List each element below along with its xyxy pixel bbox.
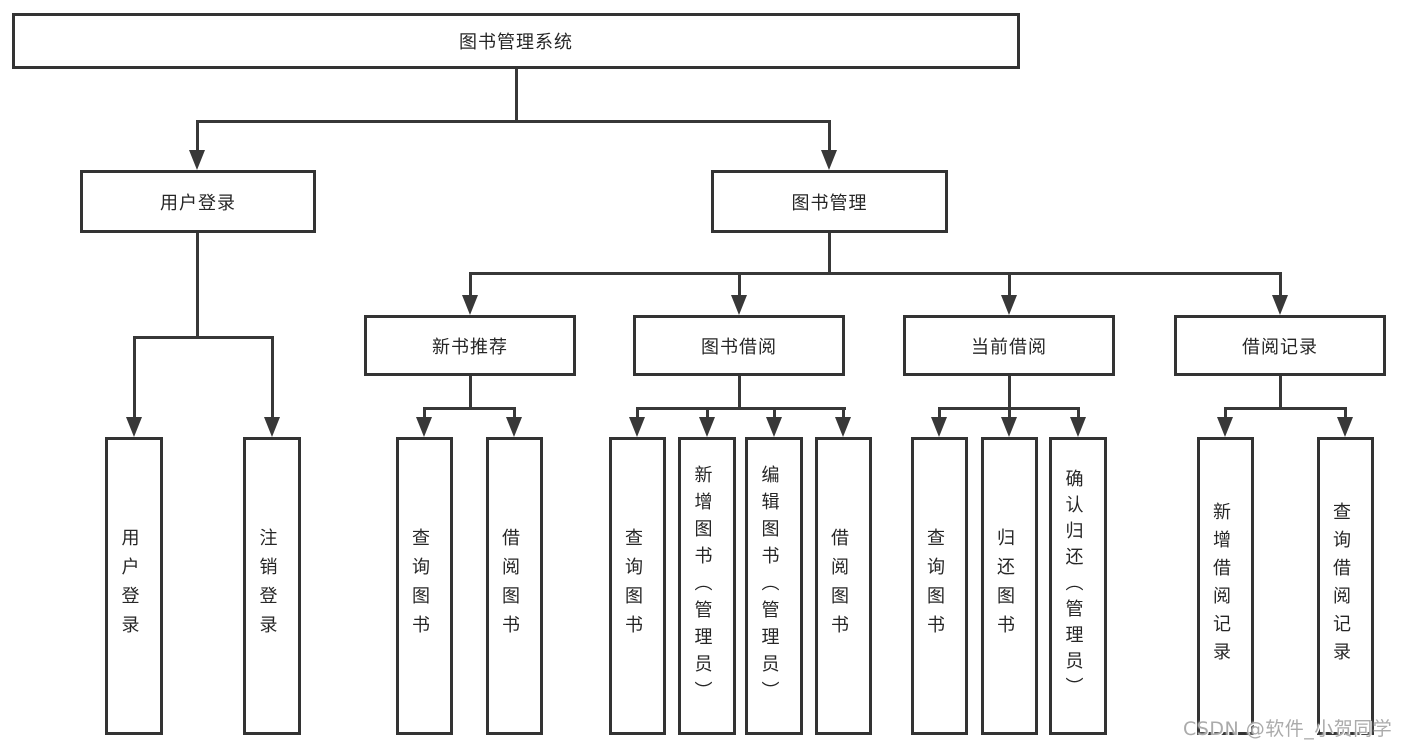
connector-root-stub [515, 69, 518, 120]
connector-g3-stem [938, 407, 941, 421]
leaf-br-add-record-label: 新增借阅记录 [1210, 502, 1231, 670]
connector-g2-stub [738, 376, 741, 407]
leaf-br-query-record: 查询借阅记录 [1317, 437, 1374, 735]
connector-g3-stem [1077, 407, 1080, 421]
connector-new-book-stem [469, 272, 472, 300]
node-current-borrowing-label: 当前借阅 [971, 336, 1047, 358]
node-library-system-label: 图书管理系统 [459, 32, 573, 53]
leaf-bb-add-books-admin-label: 新增图书（管理员） [691, 464, 713, 708]
leaf-nbr-query-books-label: 查询图书 [409, 528, 430, 644]
connector-borrow-records-stem [1279, 272, 1282, 300]
leaf-cb-confirm-return-admin-label: 确认归还（管理员） [1062, 469, 1084, 703]
connector-g3-stem [1008, 407, 1011, 421]
node-user-login-label: 用户登录 [160, 192, 236, 214]
node-book-borrowing-label: 图书借阅 [701, 336, 777, 358]
leaf-br-query-record-label: 查询借阅记录 [1330, 502, 1351, 670]
arrowhead-down-icon [731, 295, 747, 315]
leaf-cb-return-books-label: 归还图书 [994, 528, 1015, 644]
connector-g1-stem [423, 407, 426, 421]
arrowhead-down-icon [931, 417, 947, 437]
leaf-logout-login: 注销登录 [243, 437, 301, 735]
arrowhead-down-icon [462, 295, 478, 315]
leaf-bb-edit-books-admin-label: 编辑图书（管理员） [758, 464, 780, 708]
node-borrowing-records-label: 借阅记录 [1242, 336, 1318, 358]
connector-g2-hline [636, 407, 846, 410]
leaf-bb-edit-books-admin: 编辑图书（管理员） [745, 437, 803, 735]
node-book-management: 图书管理 [711, 170, 948, 233]
node-new-book-recommend: 新书推荐 [364, 315, 576, 376]
connector-g2-stem [636, 407, 639, 421]
arrowhead-down-icon [416, 417, 432, 437]
leaf-bb-borrow-books: 借阅图书 [815, 437, 872, 735]
arrowhead-down-icon [629, 417, 645, 437]
arrowhead-down-icon [126, 417, 142, 437]
node-library-system: 图书管理系统 [12, 13, 1020, 69]
connector-user-login-stub [196, 233, 199, 336]
leaf-cb-confirm-return-admin: 确认归还（管理员） [1049, 437, 1107, 735]
node-current-borrowing: 当前借阅 [903, 315, 1115, 376]
arrowhead-down-icon [1272, 295, 1288, 315]
connector-g2-stem [773, 407, 776, 421]
arrowhead-down-icon [699, 417, 715, 437]
connector-book-mgmt-hline [469, 272, 1282, 275]
connector-leaf-logout-stem [271, 336, 274, 419]
arrowhead-down-icon [835, 417, 851, 437]
leaf-user-login-label: 用户登录 [118, 528, 140, 644]
connector-root-hline [196, 120, 831, 123]
connector-leaf-login-stem [133, 336, 136, 419]
connector-user-login-stem [196, 120, 199, 154]
connector-g1-hline [423, 407, 516, 410]
connector-g2-stem [706, 407, 709, 421]
arrowhead-down-icon [264, 417, 280, 437]
leaf-br-add-record: 新增借阅记录 [1197, 437, 1254, 735]
node-borrowing-records: 借阅记录 [1174, 315, 1386, 376]
arrowhead-down-icon [1070, 417, 1086, 437]
connector-g1-stub [469, 376, 472, 407]
connector-book-mgmt-stem [828, 120, 831, 154]
connector-book-mgmt-stub [828, 233, 831, 272]
leaf-nbr-borrow-books: 借阅图书 [486, 437, 543, 735]
connector-g1-stem [513, 407, 516, 421]
arrowhead-down-icon [821, 150, 837, 170]
node-book-borrowing: 图书借阅 [633, 315, 845, 376]
leaf-bb-query-books: 查询图书 [609, 437, 666, 735]
node-user-login: 用户登录 [80, 170, 316, 233]
arrowhead-down-icon [1001, 417, 1017, 437]
leaf-logout-login-label: 注销登录 [256, 528, 278, 644]
connector-book-borrow-stem [738, 272, 741, 300]
leaf-bb-borrow-books-label: 借阅图书 [828, 528, 849, 644]
arrowhead-down-icon [1217, 417, 1233, 437]
arrowhead-down-icon [766, 417, 782, 437]
leaf-nbr-query-books: 查询图书 [396, 437, 453, 735]
connector-g4-hline [1224, 407, 1347, 410]
leaf-cb-return-books: 归还图书 [981, 437, 1038, 735]
leaf-bb-add-books-admin: 新增图书（管理员） [678, 437, 736, 735]
node-new-book-recommend-label: 新书推荐 [432, 336, 508, 358]
connector-user-login-hline [133, 336, 274, 339]
arrowhead-down-icon [1001, 295, 1017, 315]
connector-g4-stub [1279, 376, 1282, 407]
connector-g4-stem [1224, 407, 1227, 421]
leaf-cb-query-books-label: 查询图书 [924, 528, 945, 644]
connector-g2-stem [842, 407, 845, 421]
connector-g3-stub [1008, 376, 1011, 407]
node-book-management-label: 图书管理 [791, 192, 868, 214]
arrowhead-down-icon [506, 417, 522, 437]
watermark-text: CSDN @软件_小贺同学 [1183, 718, 1393, 740]
leaf-bb-query-books-label: 查询图书 [622, 528, 643, 644]
arrowhead-down-icon [1337, 417, 1353, 437]
arrowhead-down-icon [189, 150, 205, 170]
leaf-nbr-borrow-books-label: 借阅图书 [499, 528, 520, 644]
leaf-cb-query-books: 查询图书 [911, 437, 968, 735]
leaf-user-login: 用户登录 [105, 437, 163, 735]
connector-current-borrow-stem [1008, 272, 1011, 300]
connector-g4-stem [1344, 407, 1347, 421]
